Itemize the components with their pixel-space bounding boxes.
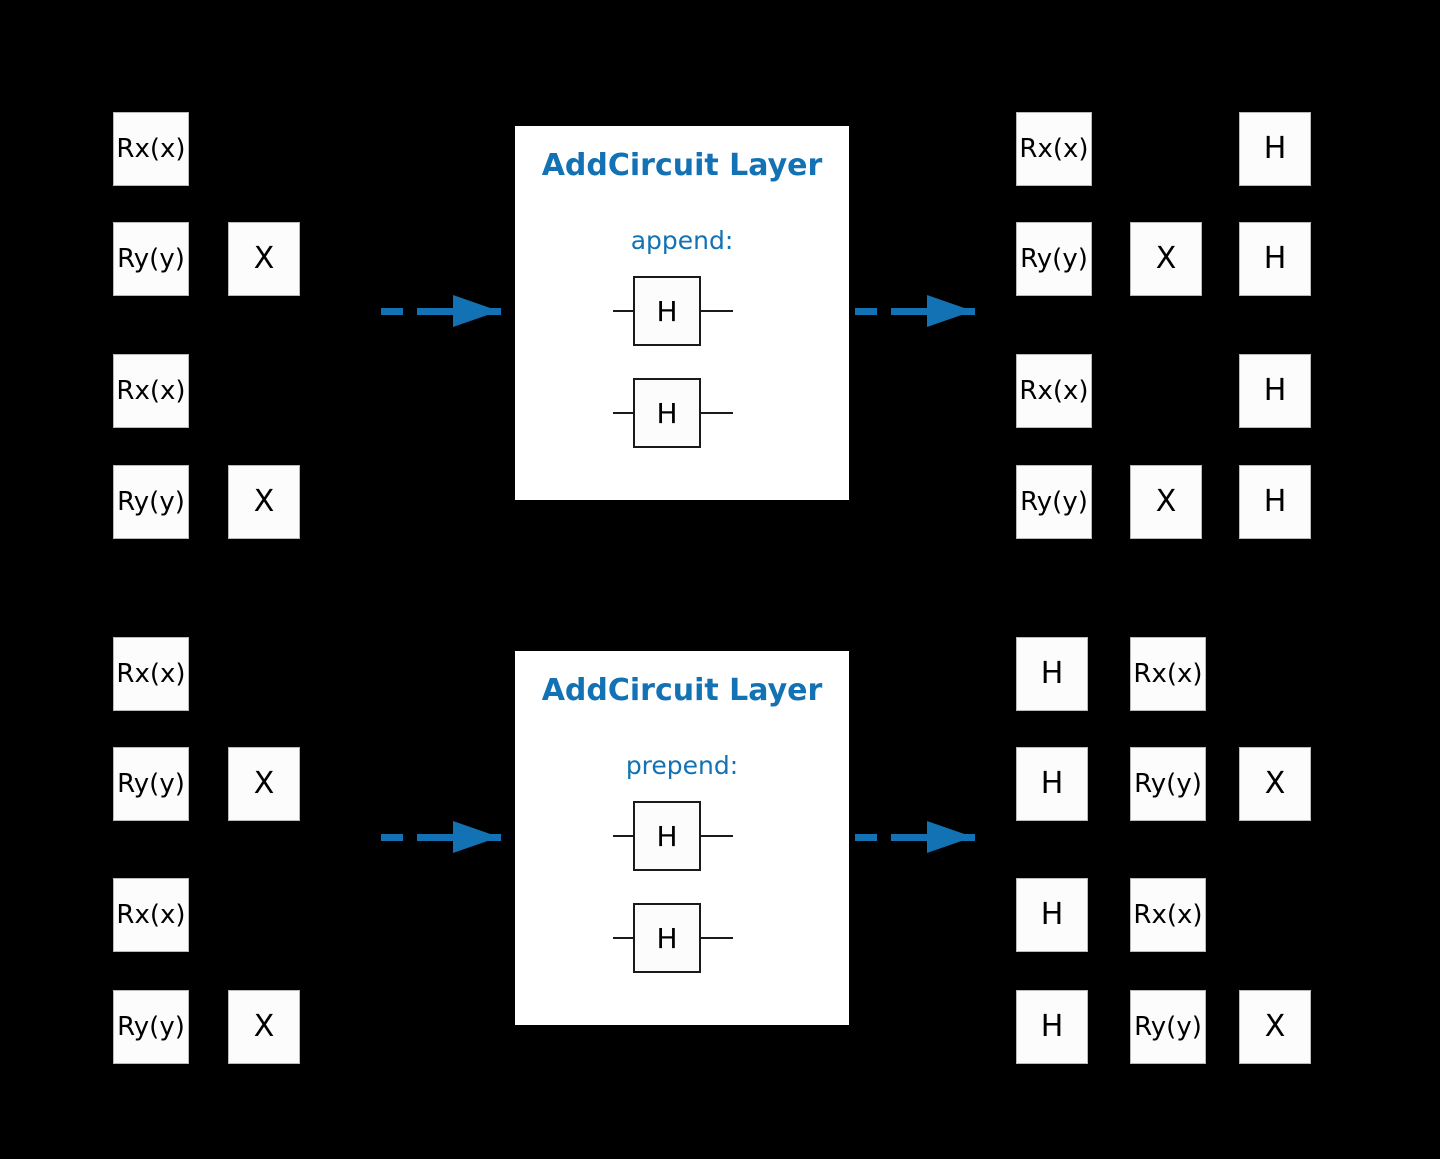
flow-arrow-out-dash xyxy=(891,308,931,315)
flow-arrow-in-dash xyxy=(417,834,457,841)
mini-wire-left xyxy=(613,412,635,414)
mini-gate-h: H xyxy=(633,276,701,346)
input-gate-ryy: Ry(y) xyxy=(113,465,189,539)
flow-arrow-out-head-icon xyxy=(927,295,973,327)
input-gate-ryy: Ry(y) xyxy=(113,747,189,821)
mini-wire-right xyxy=(701,937,733,939)
flow-arrow-out-head-icon xyxy=(927,821,973,853)
mini-wire-left xyxy=(613,835,635,837)
flow-arrow-out xyxy=(855,821,975,853)
output-gate-x: X xyxy=(1239,747,1311,821)
output-gate-x: X xyxy=(1239,990,1311,1064)
output-gate-rxx: Rx(x) xyxy=(1016,354,1092,428)
input-gate-rxx: Rx(x) xyxy=(113,637,189,711)
mini-wire-left xyxy=(613,310,635,312)
flow-arrow-in-dash xyxy=(381,308,403,315)
panel-title: AddCircuit Layer xyxy=(541,148,823,183)
mini-gate-h: H xyxy=(633,801,701,871)
input-gate-x: X xyxy=(228,747,300,821)
flow-arrow-in-head-icon xyxy=(453,821,499,853)
mini-wire-right xyxy=(701,412,733,414)
flow-arrow-out-dash xyxy=(855,308,877,315)
output-gate-rxx: Rx(x) xyxy=(1130,637,1206,711)
mini-circuit-wire-0: H xyxy=(613,276,733,346)
output-gate-x: X xyxy=(1130,222,1202,296)
flow-arrow-in-head-icon xyxy=(453,295,499,327)
flow-arrow-out-dash xyxy=(891,834,931,841)
input-gate-rxx: Rx(x) xyxy=(113,112,189,186)
panel-subtitle: prepend: xyxy=(625,751,739,780)
input-gate-rxx: Rx(x) xyxy=(113,354,189,428)
mini-wire-right xyxy=(701,310,733,312)
input-gate-x: X xyxy=(228,465,300,539)
output-gate-rxx: Rx(x) xyxy=(1130,878,1206,952)
output-gate-h: H xyxy=(1239,222,1311,296)
output-gate-ryy: Ry(y) xyxy=(1016,465,1092,539)
mini-wire-left xyxy=(613,937,635,939)
input-gate-ryy: Ry(y) xyxy=(113,990,189,1064)
input-gate-rxx: Rx(x) xyxy=(113,878,189,952)
panel-title: AddCircuit Layer xyxy=(541,673,823,708)
output-gate-h: H xyxy=(1239,465,1311,539)
flow-arrow-in xyxy=(381,295,501,327)
input-gate-ryy: Ry(y) xyxy=(113,222,189,296)
mini-gate-h: H xyxy=(633,903,701,973)
input-gate-x: X xyxy=(228,222,300,296)
output-gate-ryy: Ry(y) xyxy=(1016,222,1092,296)
mini-gate-h: H xyxy=(633,378,701,448)
flow-arrow-in-dash xyxy=(417,308,457,315)
output-gate-ryy: Ry(y) xyxy=(1130,747,1206,821)
output-gate-rxx: Rx(x) xyxy=(1016,112,1092,186)
flow-arrow-out xyxy=(855,295,975,327)
mini-wire-right xyxy=(701,835,733,837)
output-gate-h: H xyxy=(1016,990,1088,1064)
output-gate-h: H xyxy=(1016,637,1088,711)
output-gate-x: X xyxy=(1130,465,1202,539)
output-gate-h: H xyxy=(1239,112,1311,186)
mini-circuit-wire-1: H xyxy=(613,903,733,973)
output-gate-h: H xyxy=(1016,747,1088,821)
output-gate-h: H xyxy=(1239,354,1311,428)
output-gate-ryy: Ry(y) xyxy=(1130,990,1206,1064)
flow-arrow-out-dash xyxy=(855,834,877,841)
panel-subtitle: append: xyxy=(630,226,734,255)
mini-circuit-wire-1: H xyxy=(613,378,733,448)
input-gate-x: X xyxy=(228,990,300,1064)
flow-arrow-in xyxy=(381,821,501,853)
flow-arrow-in-dash xyxy=(381,834,403,841)
output-gate-h: H xyxy=(1016,878,1088,952)
mini-circuit-wire-0: H xyxy=(613,801,733,871)
